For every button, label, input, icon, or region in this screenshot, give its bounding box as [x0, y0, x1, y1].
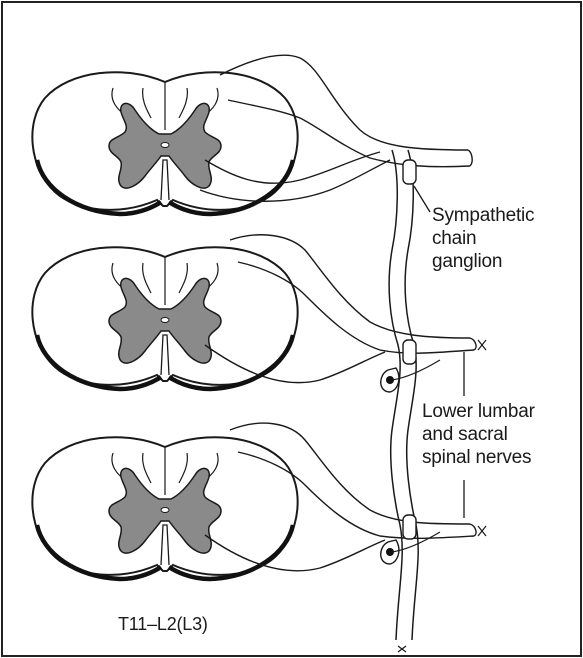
label-line: chain — [432, 227, 534, 250]
sympathetic-chain-label: Sympathetic chain ganglion — [432, 204, 534, 273]
lower-lumbar-label: Lower lumbar and sacral spinal nerves — [422, 400, 535, 469]
spinal-cord-section-upper — [32, 72, 297, 214]
spinal-cord-section-lower — [32, 437, 297, 579]
sympathetic-chain-trunk — [389, 150, 418, 640]
label-line: spinal nerves — [422, 446, 535, 469]
spinal-level-label: T11–L2(L3) — [118, 613, 208, 636]
spinal-cord-section-middle — [32, 247, 297, 389]
label-line: and sacral — [422, 423, 535, 446]
ganglion-upper — [403, 160, 416, 184]
label-line: Lower lumbar — [422, 400, 535, 423]
label-line: Sympathetic — [432, 204, 534, 227]
ganglion-lower — [403, 515, 416, 539]
label-line: ganglion — [432, 250, 534, 273]
ganglion-middle — [403, 340, 416, 364]
nerve-ending-marks — [398, 340, 486, 652]
